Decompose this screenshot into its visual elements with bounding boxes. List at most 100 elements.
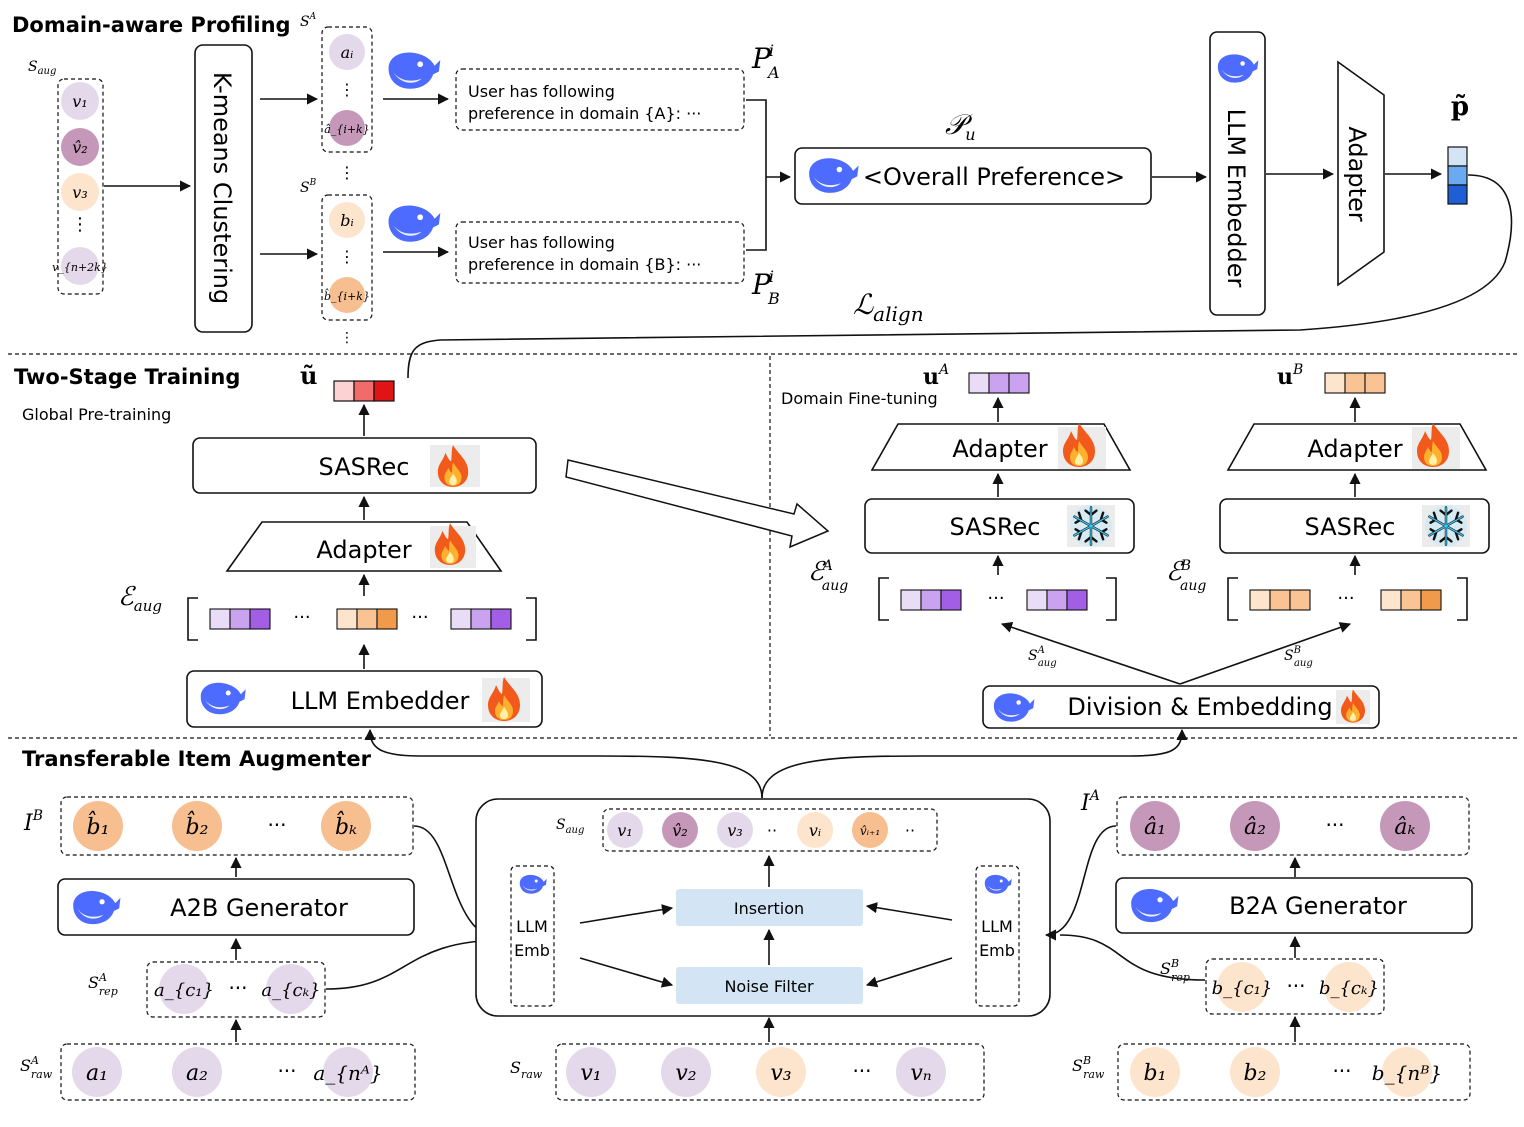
embedding-cell bbox=[376, 608, 398, 630]
cluster-a-label: SA bbox=[300, 12, 317, 30]
sasrec-box-b bbox=[1219, 498, 1490, 554]
item-node bbox=[717, 812, 753, 848]
item-label: b̂₁ bbox=[87, 811, 110, 840]
item-node bbox=[797, 812, 833, 848]
item-node bbox=[566, 1047, 616, 1097]
u-B-label: uB bbox=[1277, 362, 1303, 390]
ellipsis: ··· bbox=[228, 976, 247, 1000]
kmeans-label: K-means Clustering bbox=[208, 72, 236, 304]
bracket-left bbox=[1227, 577, 1238, 621]
arrow bbox=[1044, 825, 1117, 941]
ellipsis: ··· bbox=[987, 588, 1004, 609]
p-tilde-label: p̃ bbox=[1451, 92, 1469, 122]
llm-embedder-box-global bbox=[186, 670, 543, 728]
item-node bbox=[1217, 962, 1267, 1012]
arrow bbox=[1000, 621, 1181, 685]
item-label: bᵢ bbox=[340, 211, 353, 230]
division-embedding-box bbox=[982, 685, 1380, 729]
vertical-dots: ⋮ bbox=[339, 80, 355, 99]
ellipsis: ·· bbox=[767, 821, 777, 840]
item-label: aᵢ bbox=[341, 43, 354, 62]
item-node bbox=[329, 110, 365, 146]
embedding-cell bbox=[209, 608, 231, 630]
vertical-dots: ⋮ bbox=[339, 163, 355, 182]
item-node bbox=[1130, 1047, 1180, 1097]
embedding-cell bbox=[1269, 589, 1291, 611]
I-B-label: IB bbox=[23, 808, 43, 836]
a2b-generator-label: A2B Generator bbox=[170, 894, 348, 922]
item-node bbox=[61, 128, 99, 166]
embedding-cell bbox=[470, 608, 492, 630]
preference-b-line1: User has following bbox=[468, 233, 615, 252]
item-label: vᵢ bbox=[809, 821, 821, 840]
embedding-cell bbox=[249, 608, 271, 630]
bracket-right bbox=[526, 597, 537, 641]
item-label: â₂ bbox=[1244, 815, 1266, 840]
item-node bbox=[321, 801, 371, 851]
embedding-cell bbox=[1447, 146, 1468, 167]
L-align-label: ℒalign bbox=[853, 288, 924, 326]
sasrec-box-a bbox=[864, 498, 1135, 554]
llm-emb-label: LLM bbox=[981, 917, 1013, 936]
section-title-profiling: Domain-aware Profiling bbox=[12, 13, 291, 37]
bracket-right bbox=[1106, 577, 1117, 621]
item-label: v₁ bbox=[580, 1061, 601, 1086]
item-label: b̂₂ bbox=[186, 811, 209, 840]
embedding-cell bbox=[1046, 589, 1068, 611]
item-label: v₁ bbox=[617, 821, 632, 840]
item-node bbox=[329, 202, 365, 238]
item-label: v₃ bbox=[770, 1061, 791, 1086]
llm-embedder-box bbox=[1209, 31, 1266, 316]
item-label: b_{c₁} bbox=[1212, 978, 1273, 999]
item-set-I-A bbox=[1116, 796, 1470, 856]
embedding-cell bbox=[336, 608, 358, 630]
vertical-dots: ⋮ bbox=[340, 330, 354, 346]
item-node bbox=[329, 34, 365, 70]
embedding-cell bbox=[920, 589, 942, 611]
augmented-sequence-box bbox=[57, 78, 104, 295]
item-node bbox=[756, 1047, 806, 1097]
embedding-cell bbox=[1249, 589, 1271, 611]
item-label: b_{nᴮ} bbox=[1372, 1061, 1442, 1085]
item-label: b_{cₖ} bbox=[1319, 978, 1379, 999]
item-node bbox=[1380, 801, 1430, 851]
item-label: v₃ bbox=[727, 821, 742, 840]
embedding-cell bbox=[1447, 184, 1468, 205]
embedding-cell bbox=[1344, 372, 1366, 394]
raw-sequence-A bbox=[60, 1043, 416, 1101]
preference-a-box bbox=[455, 68, 745, 131]
item-node bbox=[61, 247, 99, 285]
item-node bbox=[662, 812, 698, 848]
preference-a-line1: User has following bbox=[468, 82, 615, 101]
bracket-left bbox=[187, 597, 198, 641]
item-label: b̂_{i+k} bbox=[324, 289, 370, 303]
item-node bbox=[72, 1047, 122, 1097]
llm-emb-label: Emb bbox=[514, 941, 550, 960]
s-aug-label: Saug bbox=[28, 59, 56, 77]
embedding-cell bbox=[1324, 372, 1346, 394]
adapter-label: Adapter bbox=[1307, 435, 1402, 463]
llm-embedder-label: LLM Embedder bbox=[1222, 109, 1250, 288]
embedding-cell bbox=[373, 380, 395, 402]
item-label: a_{nᴬ} bbox=[313, 1061, 382, 1085]
item-node bbox=[607, 812, 643, 848]
S-raw-label: Sraw bbox=[510, 1058, 543, 1081]
adapter-label: Adapter bbox=[316, 536, 411, 564]
preference-b-line2: preference in domain {B}: ··· bbox=[468, 255, 701, 274]
stage-transition-arrow bbox=[565, 459, 830, 549]
b2a-generator-box bbox=[1115, 877, 1473, 934]
embedding-cell bbox=[356, 608, 378, 630]
raw-sequence-B bbox=[1117, 1043, 1471, 1101]
embedding-cell bbox=[1400, 589, 1422, 611]
vertical-dots: ⋮ bbox=[71, 214, 89, 235]
cluster-a-box bbox=[321, 26, 373, 153]
embedding-cell bbox=[490, 608, 512, 630]
item-node bbox=[1130, 801, 1180, 851]
